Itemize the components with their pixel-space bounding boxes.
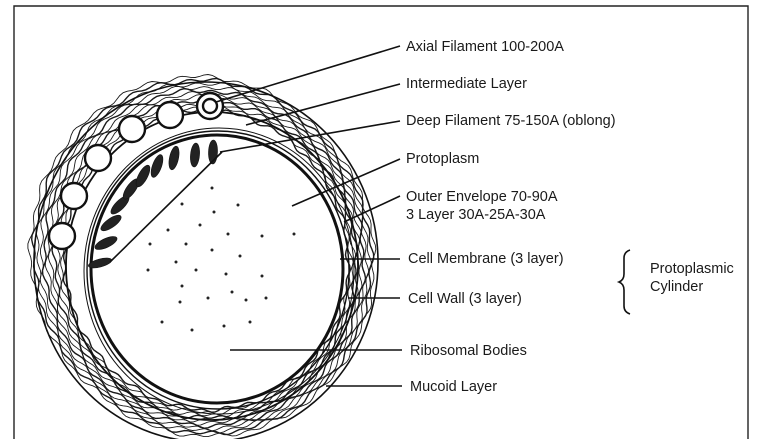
ribosome-dot bbox=[181, 203, 184, 206]
label-mucoid-layer: Mucoid Layer bbox=[410, 379, 497, 395]
deep-filament bbox=[189, 143, 200, 168]
ribosomal-bodies-dots bbox=[147, 187, 296, 332]
label-cell-membrane: Cell Membrane (3 layer) bbox=[408, 251, 564, 267]
ribosome-dot bbox=[175, 261, 178, 264]
label-cylinder: Cylinder bbox=[650, 279, 703, 295]
ribosome-dot bbox=[265, 297, 268, 300]
ribosome-dot bbox=[149, 243, 152, 246]
label-cell-wall: Cell Wall (3 layer) bbox=[408, 291, 522, 307]
deep-filament bbox=[93, 234, 119, 252]
ribosome-dot bbox=[167, 229, 170, 232]
ribosome-dot bbox=[213, 211, 216, 214]
ribosome-dot bbox=[261, 235, 264, 238]
leader-deep-filament bbox=[220, 121, 400, 152]
ribosome-dot bbox=[237, 204, 240, 207]
axial-filament-ring bbox=[119, 116, 145, 142]
ribosome-dot bbox=[185, 243, 188, 246]
leader-intermediate-layer bbox=[246, 84, 400, 125]
ribosome-dot bbox=[261, 275, 264, 278]
ribosome-dot bbox=[245, 299, 248, 302]
ribosome-dot bbox=[249, 321, 252, 324]
ribosome-dot bbox=[211, 249, 214, 252]
axial-filament-core bbox=[203, 99, 217, 113]
label-deep-filament: Deep Filament 75-150A (oblong) bbox=[406, 113, 616, 129]
protoplasmic-cylinder-bracket bbox=[619, 250, 630, 314]
ribosome-dot bbox=[231, 291, 234, 294]
axial-filament-ring bbox=[49, 223, 75, 249]
deep-filament bbox=[149, 153, 166, 179]
label-outer-envelope-layers: 3 Layer 30A-25A-30A bbox=[406, 207, 546, 223]
ribosome-dot bbox=[211, 187, 214, 190]
ribosome-dot bbox=[191, 329, 194, 332]
axial-filament-ring bbox=[157, 102, 183, 128]
ribosome-dot bbox=[199, 224, 202, 227]
ribosome-dot bbox=[293, 233, 296, 236]
axial-filament-ring bbox=[85, 145, 111, 171]
ribosome-dot bbox=[179, 301, 182, 304]
ribosome-dot bbox=[195, 269, 198, 272]
ribosome-dot bbox=[181, 285, 184, 288]
label-protoplasmic: Protoplasmic bbox=[650, 261, 734, 277]
label-axial-filament: Axial Filament 100-200A bbox=[406, 39, 564, 55]
figure-frame bbox=[14, 6, 748, 439]
label-protoplasm: Protoplasm bbox=[406, 151, 479, 167]
leader-deep-filament-branch bbox=[110, 152, 222, 262]
ribosome-dot bbox=[161, 321, 164, 324]
leader-axial-filament bbox=[216, 46, 400, 102]
ribosome-dot bbox=[147, 269, 150, 272]
axial-filaments bbox=[49, 93, 223, 249]
label-ribosomal-bodies: Ribosomal Bodies bbox=[410, 343, 527, 359]
deep-filament bbox=[167, 145, 181, 170]
ribosome-dot bbox=[223, 325, 226, 328]
cell-membrane-line bbox=[87, 131, 349, 409]
axial-filament-ring bbox=[61, 183, 87, 209]
ribosome-dot bbox=[227, 233, 230, 236]
leader-lines bbox=[110, 46, 402, 386]
cell-wall-outer bbox=[91, 135, 343, 403]
ribosome-dot bbox=[239, 255, 242, 258]
ribosome-dot bbox=[225, 273, 228, 276]
label-outer-envelope: Outer Envelope 70-90A bbox=[406, 189, 558, 205]
ribosome-dot bbox=[207, 297, 210, 300]
label-intermediate-layer: Intermediate Layer bbox=[406, 76, 527, 92]
